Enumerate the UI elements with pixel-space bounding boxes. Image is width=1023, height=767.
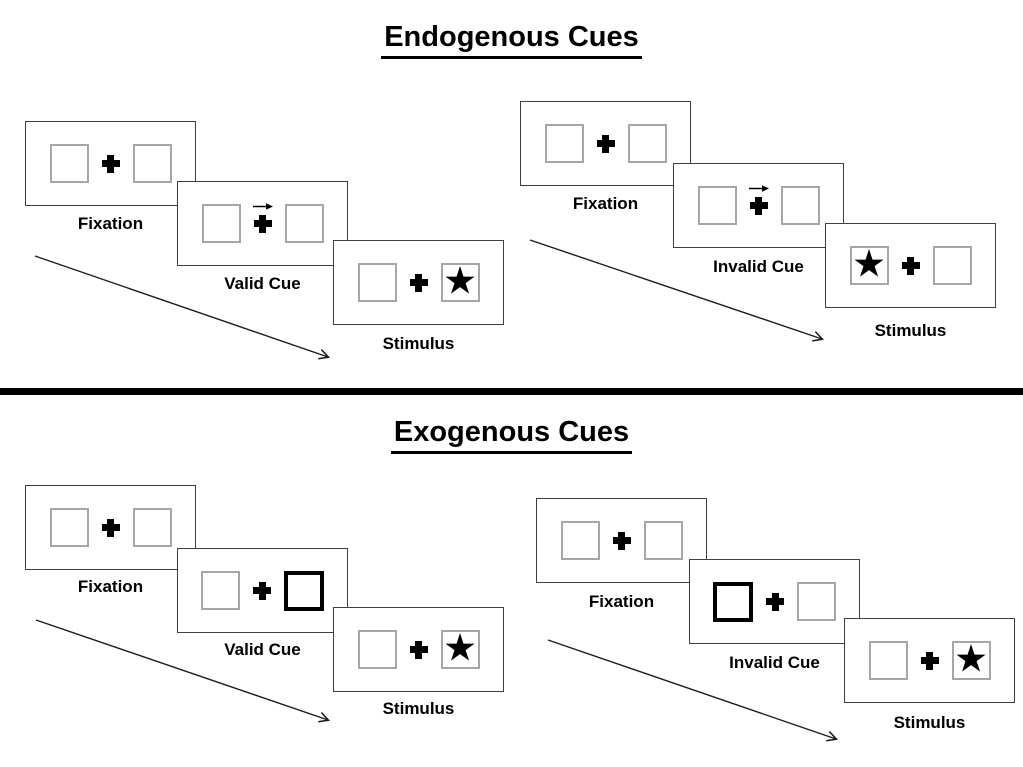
- step-label: Valid Cue: [224, 640, 301, 659]
- placeholder-box-right: [284, 204, 324, 243]
- placeholder-box-left: [544, 124, 584, 163]
- step-label: Stimulus: [382, 334, 455, 353]
- placeholder-box-right: [132, 144, 172, 183]
- step-label: Fixation: [77, 577, 144, 596]
- star-stimulus-icon: ★: [953, 638, 989, 680]
- stimulus-box-right: ★: [440, 627, 480, 669]
- section-title-text: Exogenous Cues: [390, 416, 633, 454]
- star-stimulus-icon: ★: [442, 627, 478, 669]
- cue-arrow-icon: [748, 184, 769, 192]
- placeholder-box-right: [932, 246, 972, 285]
- star-stimulus-icon: ★: [851, 243, 887, 285]
- stimulus-panel: ★: [844, 618, 1015, 703]
- fixation-cross-with-cue: [748, 184, 769, 215]
- cue-box-right: [284, 570, 324, 611]
- fixation-cross: [253, 581, 271, 600]
- placeholder-box-right: [643, 521, 683, 560]
- placeholder-box-left: [49, 508, 89, 547]
- timeline-arrow: [529, 239, 825, 342]
- fixation-panel: [25, 485, 196, 570]
- cue-panel: [689, 559, 860, 644]
- fixation-cross: [409, 640, 428, 659]
- placeholder-box-left: [697, 186, 737, 225]
- stimulus-box-right: ★: [951, 638, 991, 680]
- fixation-panel: [536, 498, 707, 583]
- section-divider: [0, 388, 1023, 395]
- fixation-cross: [253, 214, 272, 233]
- stimulus-panel: ★: [333, 607, 504, 692]
- timeline-arrow: [35, 619, 331, 723]
- fixation-cross-with-cue: [252, 202, 273, 233]
- fixation-panel: [520, 101, 691, 186]
- step-label: Invalid Cue: [713, 257, 804, 276]
- placeholder-box-left: [560, 521, 600, 560]
- step-label: Valid Cue: [224, 274, 301, 293]
- fixation-cross: [766, 592, 784, 611]
- section-title-exogenous: Exogenous Cues: [0, 416, 1023, 454]
- fixation-cross: [749, 196, 768, 215]
- placeholder-box-right: [627, 124, 667, 163]
- section-title-text: Endogenous Cues: [381, 21, 642, 59]
- fixation-cross: [409, 273, 428, 292]
- stimulus-box-right: ★: [440, 260, 480, 302]
- placeholder-box-left: [49, 144, 89, 183]
- placeholder-box-right: [132, 508, 172, 547]
- fixation-cross: [920, 651, 939, 670]
- placeholder-box-left: [868, 641, 908, 680]
- step-label: Invalid Cue: [729, 653, 820, 672]
- placeholder-box-right: [780, 186, 820, 225]
- step-label: Fixation: [572, 194, 639, 213]
- stimulus-box-left: ★: [849, 243, 889, 285]
- fixation-cross: [612, 531, 631, 550]
- fixation-panel: [25, 121, 196, 206]
- placeholder-box-left: [357, 630, 397, 669]
- cue-arrow-icon: [252, 202, 273, 210]
- fixation-cross: [101, 154, 120, 173]
- step-label: Fixation: [77, 214, 144, 233]
- placeholder-box-left: [201, 204, 241, 243]
- stimulus-panel: ★: [333, 240, 504, 325]
- fixation-cross: [901, 256, 920, 275]
- cue-box-left: [713, 581, 753, 622]
- fixation-cross: [101, 518, 120, 537]
- section-title-endogenous: Endogenous Cues: [0, 21, 1023, 59]
- step-label: Fixation: [588, 592, 655, 611]
- step-label: Stimulus: [874, 321, 947, 340]
- cue-panel: [177, 181, 348, 266]
- step-label: Stimulus: [382, 699, 455, 718]
- placeholder-box-right: [797, 582, 836, 621]
- cue-panel: [673, 163, 844, 248]
- step-label: Stimulus: [893, 713, 966, 732]
- fixation-cross: [596, 134, 615, 153]
- star-stimulus-icon: ★: [442, 260, 478, 302]
- timeline-arrow: [34, 255, 331, 360]
- placeholder-box-left: [201, 571, 240, 610]
- placeholder-box-left: [357, 263, 397, 302]
- stimulus-panel: ★: [825, 223, 996, 308]
- cue-panel: [177, 548, 348, 633]
